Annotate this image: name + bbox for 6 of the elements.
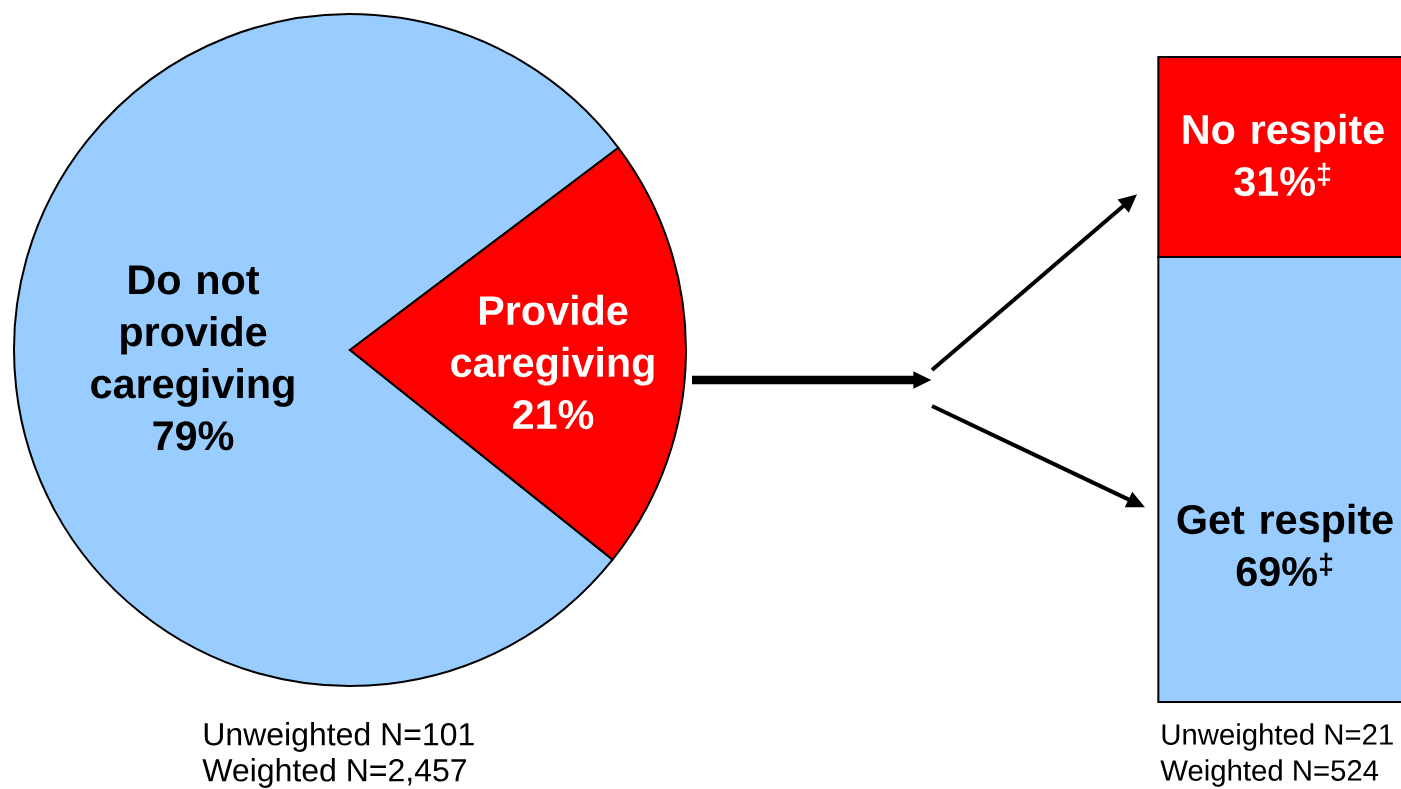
pie-slice: Provide caregiving 21% — [349, 146, 687, 561]
sample-size-label: Unweighted N=101 — [204, 722, 474, 752]
bar-segment: No respite 31%$^{‡}$ — [1157, 56, 1401, 258]
sample-size-label: Weighted N=2,457 — [202, 758, 466, 788]
bar-segment: Get respite 69%$^{‡}$ — [1157, 256, 1401, 703]
sample-size-label: Weighted N=524 — [1160, 759, 1379, 787]
